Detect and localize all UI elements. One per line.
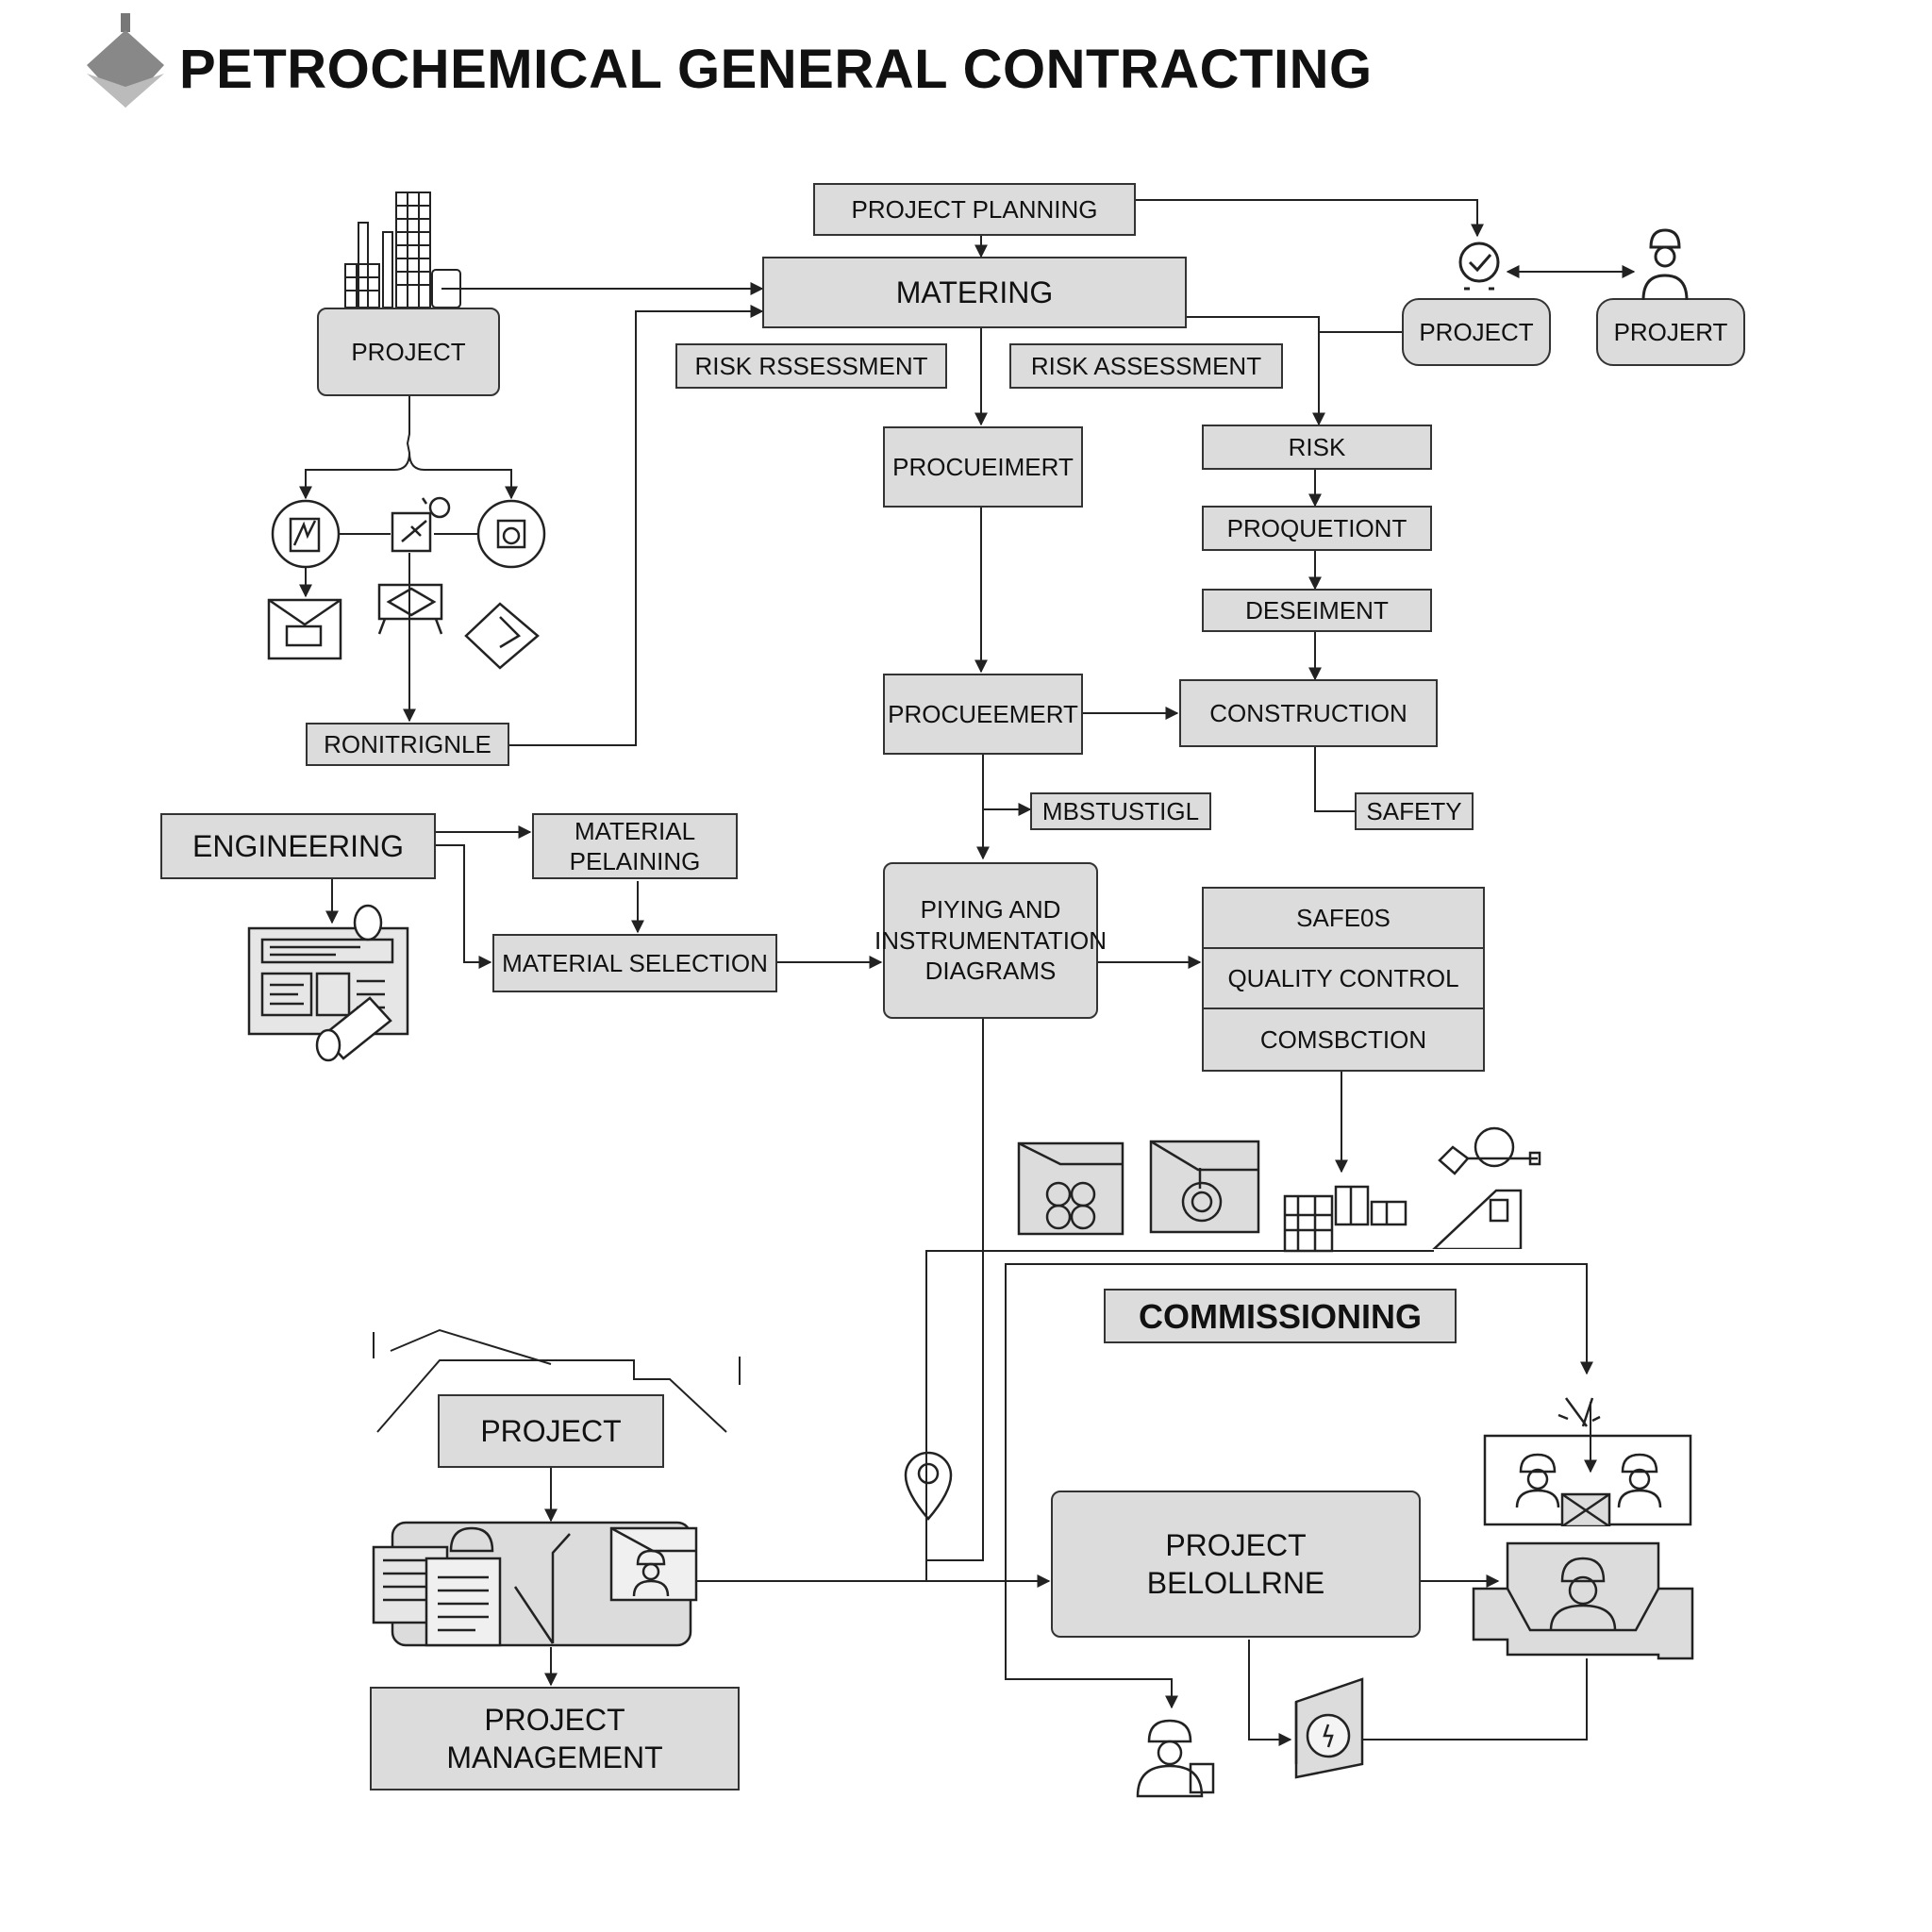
- line-piping-down: [926, 1019, 984, 1561]
- node-material-pelaining[interactable]: MATERIAL PELAINING: [532, 813, 738, 879]
- node-construction[interactable]: CONSTRUCTION: [1179, 679, 1438, 747]
- worker-person-icon: [1641, 228, 1689, 301]
- check-circle-icon: [1458, 242, 1500, 291]
- factory-blocks-icon: [1283, 1185, 1407, 1253]
- node-risk-assessment[interactable]: RISK ASSESSMENT: [1009, 343, 1283, 389]
- line-frame-bottom: [1005, 1583, 1178, 1709]
- line-equipment-left: [925, 1250, 1434, 1581]
- diamond-tag-icon: [464, 602, 540, 670]
- inspection-circle-icon: [271, 499, 341, 569]
- node-project-belollrne[interactable]: PROJECT BELOLLRNE: [1051, 1491, 1421, 1638]
- fan-equipment-icon: [1017, 1141, 1124, 1236]
- valve-tool-icon: [391, 496, 451, 553]
- arrow-engineering-selection: [436, 844, 492, 969]
- node-mbstustigl[interactable]: MBSTUSTIGL: [1030, 792, 1211, 830]
- line-roof-2: [373, 1328, 741, 1385]
- arrow-belollrne-gauge: [1248, 1640, 1292, 1746]
- node-deseiment[interactable]: DESEIMENT: [1202, 589, 1432, 632]
- blueprint-document-icon: [247, 904, 409, 1062]
- refinery-plant-icon: [344, 192, 461, 308]
- gauge-circle-icon: [476, 499, 546, 569]
- worker-monitor-icon: [1472, 1541, 1694, 1660]
- team-panel-icon: [1483, 1397, 1692, 1526]
- worker-helmet-icon: [1136, 1719, 1215, 1798]
- line-roof: [376, 1359, 727, 1433]
- line-project-tree: [299, 396, 411, 500]
- node-project-top-right-b[interactable]: PROJERT: [1596, 298, 1745, 366]
- node-project-top-right-a[interactable]: PROJECT: [1402, 298, 1551, 366]
- arrow-matering-risk: [1185, 316, 1325, 426]
- node-project-management[interactable]: PROJECT MANAGEMENT: [370, 1687, 740, 1790]
- node-rontrignle[interactable]: RONITRIGNLE: [306, 723, 509, 766]
- arrow-planning-check: [1136, 199, 1484, 238]
- plant-logo-icon: [87, 13, 164, 108]
- node-proquetiont[interactable]: PROQUETIONT: [1202, 506, 1432, 551]
- node-stack-safety-quality: SAFE0S QUALITY CONTROL COMSBCTION: [1202, 887, 1485, 1072]
- node-project-planning[interactable]: PROJECT PLANNING: [813, 183, 1136, 236]
- location-pin-icon: [904, 1451, 953, 1521]
- node-risk[interactable]: RISK: [1202, 425, 1432, 470]
- connector-lever-icon: [1432, 1126, 1541, 1249]
- gauge-device-icon: [1294, 1677, 1364, 1779]
- node-engineering[interactable]: ENGINEERING: [160, 813, 436, 879]
- page-title: PETROCHEMICAL GENERAL CONTRACTING: [179, 39, 1373, 100]
- pump-equipment-icon: [1149, 1140, 1260, 1234]
- node-safety[interactable]: SAFETY: [1355, 792, 1474, 830]
- team-documents-icon: [372, 1521, 698, 1647]
- line-construction-safety: [1314, 747, 1355, 812]
- node-commissioning[interactable]: COMMISSIONING: [1104, 1289, 1457, 1343]
- node-risk-rssessment[interactable]: RISK RSSESSMENT: [675, 343, 947, 389]
- arrow-rontrignle-matering: [509, 305, 764, 746]
- node-safeos[interactable]: SAFE0S: [1204, 889, 1483, 949]
- node-project-top-left[interactable]: PROJECT: [317, 308, 500, 396]
- hopper-diamond-icon: [377, 583, 443, 635]
- node-comsection[interactable]: COMSBCTION: [1259, 1024, 1427, 1054]
- node-project-bottom[interactable]: PROJECT: [438, 1394, 664, 1468]
- node-procueimert[interactable]: PROCUEIMERT: [883, 426, 1083, 508]
- line-gauge-worker: [1360, 1658, 1588, 1740]
- arrow-tree-right: [408, 452, 518, 500]
- node-material-selection[interactable]: MATERIAL SELECTION: [492, 934, 777, 992]
- node-quality-control[interactable]: QUALITY CONTROL: [1204, 949, 1483, 1009]
- node-procuemert-2[interactable]: PROCUEEMERT: [883, 674, 1083, 755]
- node-matering[interactable]: MATERING: [762, 257, 1187, 328]
- line-comm-frame: [1005, 1263, 1593, 1583]
- envelope-icon: [267, 598, 342, 660]
- node-piping-diagrams[interactable]: PIYING AND INSTRUMENTATION DIAGRAMS: [874, 862, 1107, 1019]
